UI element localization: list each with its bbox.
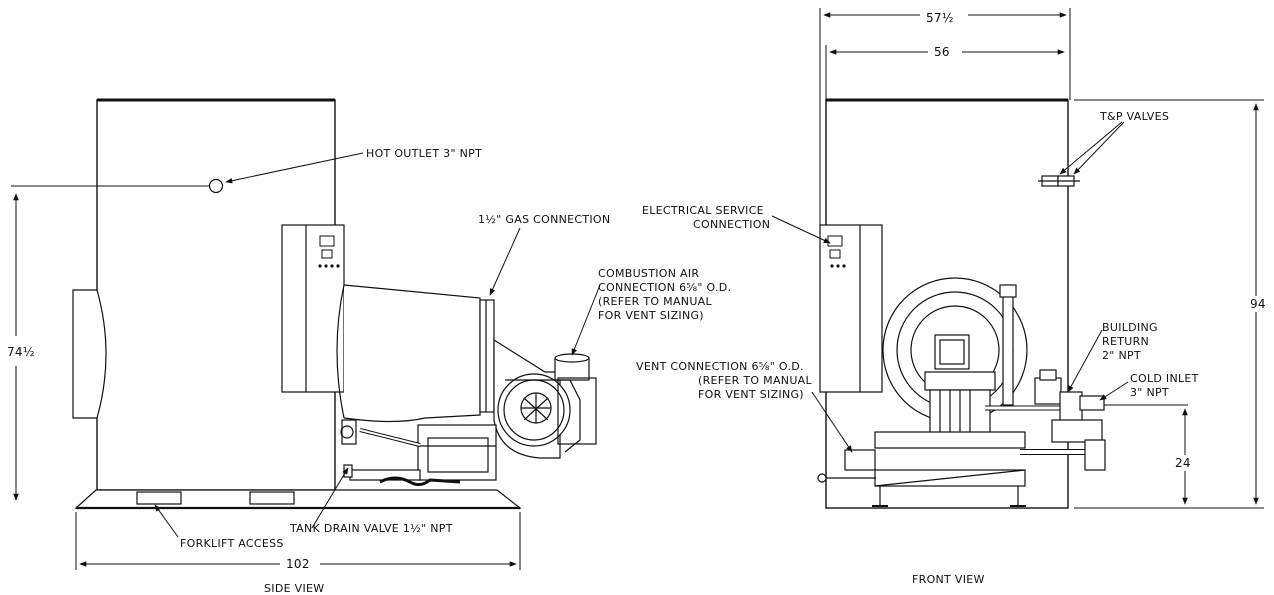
forklift-pocket-2 bbox=[249, 491, 295, 505]
hot-outlet-label: HOT OUTLET 3" NPT bbox=[366, 147, 482, 160]
front-piping bbox=[985, 369, 1106, 471]
cold-inlet-label-2: 3" NPT bbox=[1130, 386, 1169, 399]
side-access-cover bbox=[72, 289, 107, 419]
vent-label-1: VENT CONNECTION 6⅝" O.D. bbox=[636, 360, 804, 373]
combustion-air-label-4: FOR VENT SIZING) bbox=[598, 309, 704, 322]
side-control-panel bbox=[281, 224, 345, 393]
hot-outlet-circle bbox=[208, 178, 224, 194]
side-height-label: 74½ bbox=[7, 345, 35, 359]
tank-drain-label: TANK DRAIN VALVE 1½" NPT bbox=[289, 522, 453, 535]
front-inner-width-label: 56 bbox=[934, 45, 950, 59]
side-view-title: SIDE VIEW bbox=[264, 582, 324, 595]
tp-valves-label: T&P VALVES bbox=[1099, 110, 1169, 123]
combustion-air-label-1: COMBUSTION AIR bbox=[598, 267, 699, 280]
electrical-label-2: CONNECTION bbox=[693, 218, 770, 231]
side-blower bbox=[493, 338, 597, 459]
building-return-label-1: BUILDING bbox=[1102, 321, 1158, 334]
vent-label-3: FOR VENT SIZING) bbox=[698, 388, 804, 401]
side-flange bbox=[479, 299, 495, 413]
front-view-title: FRONT VIEW bbox=[912, 573, 985, 586]
cold-inlet-label-1: COLD INLET bbox=[1130, 372, 1199, 385]
forklift-pocket-1 bbox=[136, 491, 182, 505]
side-base-equipment bbox=[340, 419, 497, 487]
electrical-label-1: ELECTRICAL SERVICE bbox=[642, 204, 764, 217]
side-burner-housing bbox=[343, 284, 481, 423]
forklift-label: FORKLIFT ACCESS bbox=[180, 537, 284, 550]
front-outer-width-label: 57½ bbox=[926, 11, 954, 25]
tp-valves-group bbox=[1038, 175, 1080, 187]
front-control-panel bbox=[819, 224, 883, 393]
front-height-label: 94 bbox=[1250, 297, 1266, 311]
combustion-air-label-2: CONNECTION 6⅝" O.D. bbox=[598, 281, 731, 294]
gas-connection-label: 1½" GAS CONNECTION bbox=[478, 213, 610, 226]
side-view bbox=[11, 98, 601, 570]
building-return-label-3: 2" NPT bbox=[1102, 349, 1141, 362]
side-base-frame bbox=[74, 489, 522, 509]
vent-label-2: (REFER TO MANUAL bbox=[698, 374, 812, 387]
front-base-frame bbox=[817, 431, 1026, 507]
combustion-air-label-3: (REFER TO MANUAL bbox=[598, 295, 712, 308]
front-inlet-height-label: 24 bbox=[1175, 456, 1191, 470]
building-return-label-2: RETURN bbox=[1102, 335, 1149, 348]
front-view bbox=[771, 8, 1264, 509]
side-width-label: 102 bbox=[286, 557, 310, 571]
